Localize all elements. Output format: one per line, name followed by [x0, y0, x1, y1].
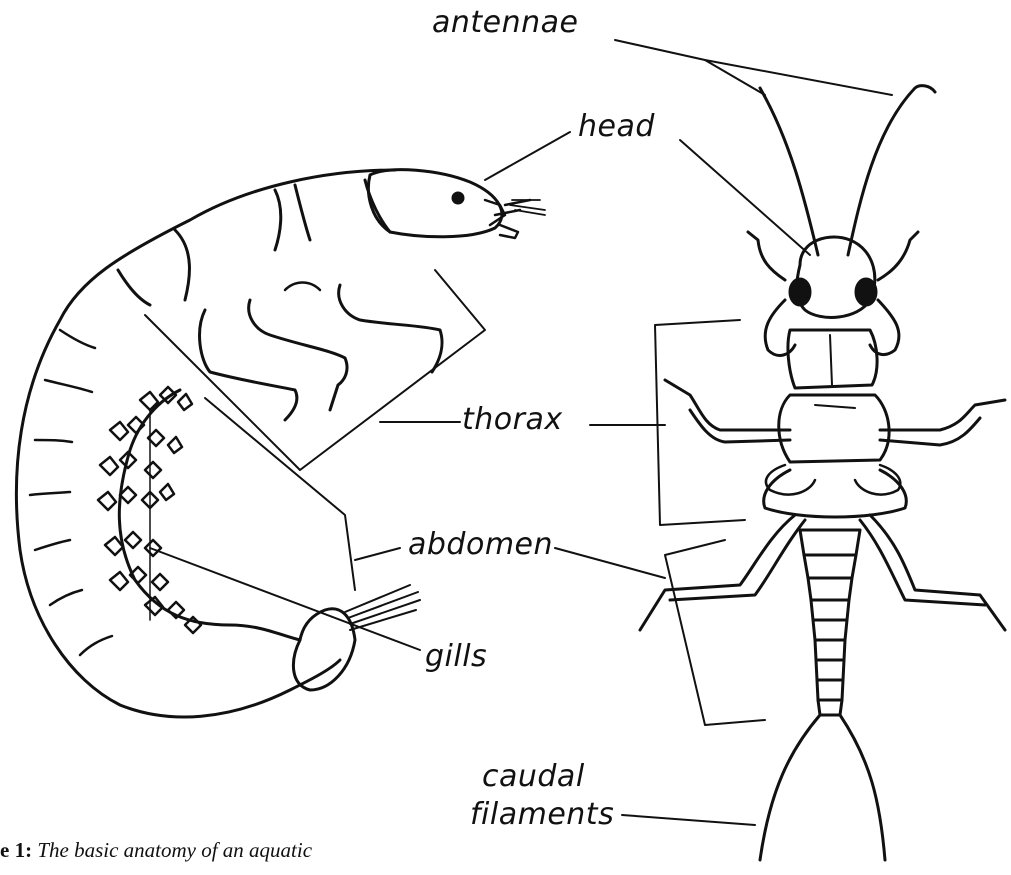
label-head: head: [578, 112, 655, 142]
nymph-abdomen-bracket: [665, 540, 765, 725]
label-caudal: caudal: [482, 762, 585, 792]
larva-head: [368, 170, 501, 237]
larva-segment-lines: [118, 230, 189, 305]
nymph-eye-left: [790, 279, 810, 305]
caudal-leader: [622, 815, 755, 825]
nymph-leg-mid-right: [860, 515, 1005, 630]
larva-leg-hind: [339, 285, 442, 372]
antennae-leader-right: [615, 40, 892, 95]
larva-tail-filaments: [345, 585, 420, 630]
side-view-larva: [16, 170, 545, 717]
larva-gills: [98, 387, 201, 633]
label-abdomen: abdomen: [408, 530, 553, 560]
larva-abdomen-bracket: [205, 398, 355, 590]
larva-mouthparts: [485, 200, 530, 238]
label-gills: gills: [425, 642, 487, 672]
nymph-abdomen: [800, 530, 860, 715]
caption-text: The basic anatomy of an aquatic: [37, 838, 312, 862]
nymph-mesothorax-line: [815, 405, 855, 408]
label-thorax: thorax: [462, 405, 563, 435]
nymph-leg-mid-left: [640, 515, 805, 630]
label-filaments: filaments: [470, 800, 614, 830]
abdomen-leader-left: [355, 548, 400, 560]
nymph-antenna-left: [760, 88, 818, 255]
head-leader-left: [485, 132, 570, 180]
nymph-antenna-right: [848, 86, 935, 255]
nymph-leg-front-left: [665, 380, 790, 442]
larva-leg-front: [200, 310, 297, 420]
larva-body-outline: [16, 170, 395, 717]
nymph-eye-right: [856, 279, 876, 305]
label-antennae: antennae: [432, 8, 579, 38]
figure-caption: e 1: The basic anatomy of an aquatic: [0, 838, 312, 863]
nymph-mesothorax: [779, 395, 889, 462]
larva-eye: [453, 193, 463, 203]
nymph-prothorax-line: [830, 335, 832, 385]
larva-dorsal-plates: [275, 180, 390, 250]
nymph-leg-front-right: [880, 400, 1005, 445]
caption-prefix: e 1:: [0, 838, 32, 862]
abdomen-leader-right: [555, 548, 665, 578]
larva-leg-joint: [285, 283, 320, 291]
nymph-caudal-filaments: [760, 715, 885, 860]
larva-abdominal-segments: [30, 330, 112, 655]
dorsal-view-nymph: [640, 86, 1005, 860]
